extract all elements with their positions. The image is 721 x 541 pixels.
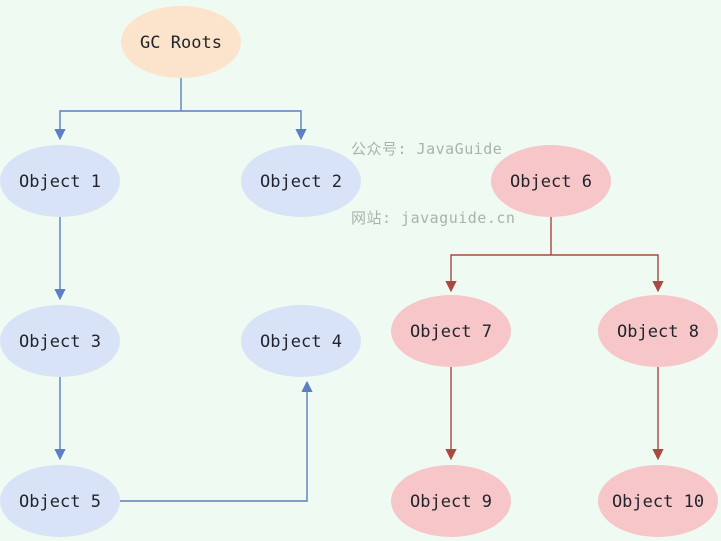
node-gc-roots: GC Roots	[121, 6, 241, 78]
edges-reachable	[54, 78, 313, 502]
node-object-3-label: Object 3	[19, 332, 101, 352]
node-object-1-shape	[0, 145, 120, 217]
edge-object6-object7	[445, 254, 551, 293]
node-object-4: Object 4	[241, 305, 361, 377]
node-object-10-label: Object 10	[612, 492, 704, 512]
node-object-1-label: Object 1	[19, 172, 101, 192]
node-object-3-shape	[0, 305, 120, 377]
watermark: 公众号: JavaGuide 网站: javaguide.cn	[351, 92, 515, 276]
node-object-9-label: Object 9	[410, 492, 492, 512]
edge-object5-object4	[120, 380, 313, 502]
node-object-6: Object 6	[491, 145, 611, 217]
node-object-9-shape	[391, 465, 511, 537]
node-object-1: Object 1	[0, 145, 120, 217]
node-object-7-label: Object 7	[410, 322, 492, 342]
node-object-7-shape	[391, 295, 511, 367]
node-object-2: Object 2	[241, 145, 361, 217]
node-object-8-shape	[598, 295, 718, 367]
node-object-3: Object 3	[0, 305, 120, 377]
node-object-6-shape	[491, 145, 611, 217]
watermark-line1: 公众号: JavaGuide	[351, 140, 503, 158]
node-gc-roots-shape	[121, 6, 241, 78]
node-object-6-label: Object 6	[510, 172, 592, 192]
edge-gcroots-object2	[181, 110, 307, 141]
edges-unreachable	[445, 217, 664, 461]
node-object-5-label: Object 5	[19, 492, 101, 512]
node-object-2-shape	[241, 145, 361, 217]
watermark-line2: 网站: javaguide.cn	[351, 209, 516, 227]
node-object-5-shape	[0, 465, 120, 537]
node-object-2-label: Object 2	[260, 172, 342, 192]
node-object-5: Object 5	[0, 465, 120, 537]
node-object-8: Object 8	[598, 295, 718, 367]
node-object-4-label: Object 4	[260, 332, 342, 352]
node-object-7: Object 7	[391, 295, 511, 367]
node-object-10-shape	[598, 465, 718, 537]
node-object-8-label: Object 8	[617, 322, 699, 342]
node-object-10: Object 10	[598, 465, 718, 537]
node-object-4-shape	[241, 305, 361, 377]
edge-object6-object8	[551, 254, 664, 293]
node-object-9: Object 9	[391, 465, 511, 537]
edge-gcroots-object1	[54, 110, 181, 141]
node-gc-roots-label: GC Roots	[140, 33, 222, 53]
